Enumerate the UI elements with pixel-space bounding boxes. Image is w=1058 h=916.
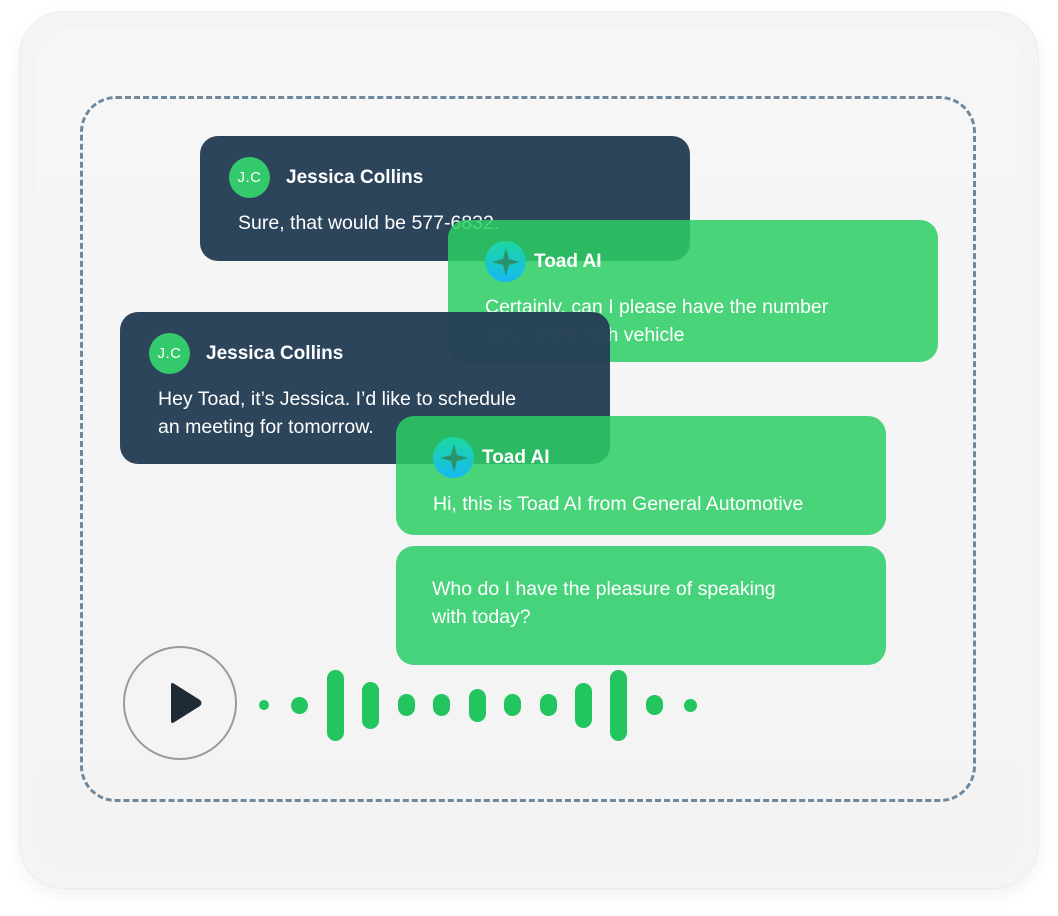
play-icon <box>171 683 202 723</box>
avatar-initials: J.C <box>157 345 182 362</box>
sender-name: Toad AI <box>534 250 602 272</box>
message-text: Who do I have the pleasure of speaking w… <box>432 578 776 628</box>
message-bubble-ai: Toad AI Hi, this is Toad AI from General… <box>396 416 886 535</box>
transcript-frame <box>80 96 976 802</box>
message-bubble-ai: Who do I have the pleasure of speaking w… <box>396 546 886 665</box>
sender-name: Jessica Collins <box>286 166 424 188</box>
avatar: J.C <box>149 333 190 374</box>
avatar: J.C <box>229 157 270 198</box>
message-text: Hi, this is Toad AI from General Automot… <box>433 493 804 515</box>
toad-ai-logo-icon <box>433 437 474 478</box>
message-bubble-ai: Toad AI Certainly, can I please have the… <box>448 220 938 362</box>
sender-name: Jessica Collins <box>206 342 344 364</box>
message-text: Hey Toad, it’s Jessica. I’d like to sche… <box>158 388 517 438</box>
toad-ai-logo-icon <box>485 241 526 282</box>
play-button[interactable] <box>123 646 237 760</box>
sender-name: Toad AI <box>482 446 550 468</box>
avatar-initials: J.C <box>237 169 262 186</box>
